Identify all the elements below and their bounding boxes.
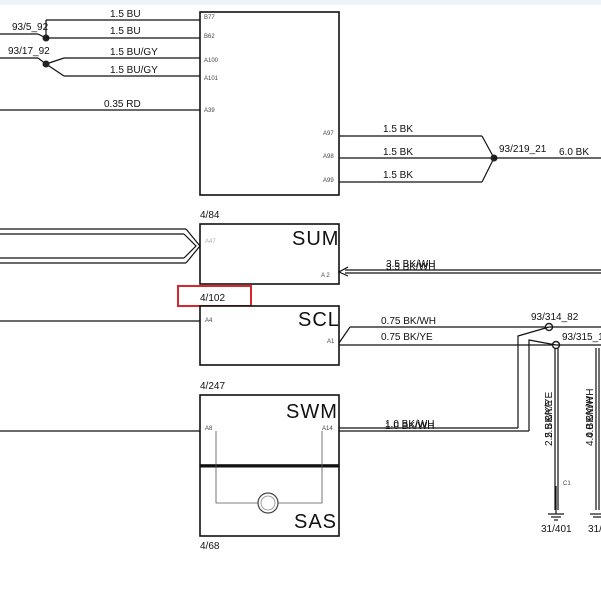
sas-name: SAS (294, 511, 337, 533)
scl-pin-right: A1 (327, 339, 335, 345)
swm-wire-label-2: 1.0 BK/WH (385, 421, 434, 432)
wire-1-pin: B77 (204, 15, 215, 21)
swm-name: SWM (286, 401, 338, 423)
scl-splice1-label: 93/314_82 (531, 312, 579, 323)
ground-3-pin: A99 (323, 178, 334, 184)
swm-wire-1-route (517, 326, 550, 428)
sum-wire-label: 3.5 BK/WH (386, 259, 435, 270)
splice2-diag-dn (45, 63, 65, 77)
wire-2-label: 1.5 BU (110, 26, 141, 37)
sas-ref: 4/68 (200, 541, 220, 552)
splice2-label: 93/17_92 (8, 46, 50, 57)
scl-wire-bot-label: 0.75 BK/YE (381, 332, 433, 343)
sum-box (199, 223, 340, 285)
vertical-label-1: 2.5 BK/YE (544, 400, 555, 446)
vertical-label-2: 4.0 BK/WH (585, 397, 596, 446)
wire-3-label: 1.5 BU/GY (110, 47, 158, 58)
ground-ref-2: 31/401 (588, 524, 601, 535)
scl-name: SCL (298, 309, 340, 331)
sum-pin-left: A47 (205, 239, 216, 245)
scl-splice2-label: 93/315_1 (562, 332, 601, 343)
ground-ref: 31/401 (541, 524, 572, 535)
top-band (0, 0, 601, 5)
sum-pin-right: A 2 (321, 273, 330, 279)
vertical-label-1b: 2.5 BK/YE (544, 392, 555, 438)
wire-4-pin: A101 (204, 76, 219, 82)
sum-ref: 4/84 (200, 210, 220, 221)
sum-name: SUM (292, 228, 339, 250)
ground-2-label: 1.5 BK (383, 147, 413, 158)
wire-3-pin: A100 (204, 58, 219, 64)
wire-5-pin: A39 (204, 108, 215, 114)
ground-1-pin: A97 (323, 131, 334, 137)
scl-ref: 4/102 (200, 293, 225, 304)
scl-box (199, 305, 340, 366)
swm-pin-left: A8 (205, 426, 213, 432)
swm-ref: 4/247 (200, 381, 225, 392)
swm-pin-right: A14 (322, 426, 333, 432)
wire-1-label: 1.5 BU (110, 9, 141, 20)
ground-2-pin: A98 (323, 154, 334, 160)
sum-bus-arrow2 (183, 233, 197, 259)
scl-wire-top-label: 0.75 BK/WH (381, 316, 436, 327)
swm-box (199, 394, 340, 466)
vertical-label-2b: 4.0 BK/WH (585, 389, 596, 438)
wire-5-label: 0.35 RD (104, 99, 141, 110)
wire-4-label: 1.5 BU/GY (110, 65, 158, 76)
scl-pin-left: A4 (205, 318, 213, 324)
sas-internal-loop (215, 431, 258, 504)
ground-splice-label: 93/219_21 (499, 144, 547, 155)
ground-wire-1-diag (481, 135, 495, 159)
vertical-pin-c1: C1 (563, 481, 571, 487)
sum-out-arrow (337, 266, 349, 277)
ground-1-label: 1.5 BK (383, 124, 413, 135)
sas-internal-loop-r (278, 431, 323, 504)
swm-wire-label: 1.0 BK/WH (385, 419, 434, 430)
sum-bus-arrow (185, 228, 201, 264)
ground-out-label: 6.0 BK (559, 147, 589, 158)
splice2-node (42, 60, 50, 68)
splice1-label: 93/5_92 (12, 22, 49, 33)
ground-wire-3-diag (481, 157, 495, 183)
wire-2-pin: B62 (204, 34, 215, 40)
sum-wire-label-2: 3.5 BK/WH (386, 262, 435, 273)
scl-wire-top-diag (338, 326, 351, 344)
upper-module-box (199, 11, 340, 196)
sas-coil-inner-icon (260, 495, 276, 511)
ground-3-label: 1.5 BK (383, 170, 413, 181)
swm-wire-2-route (528, 339, 557, 431)
